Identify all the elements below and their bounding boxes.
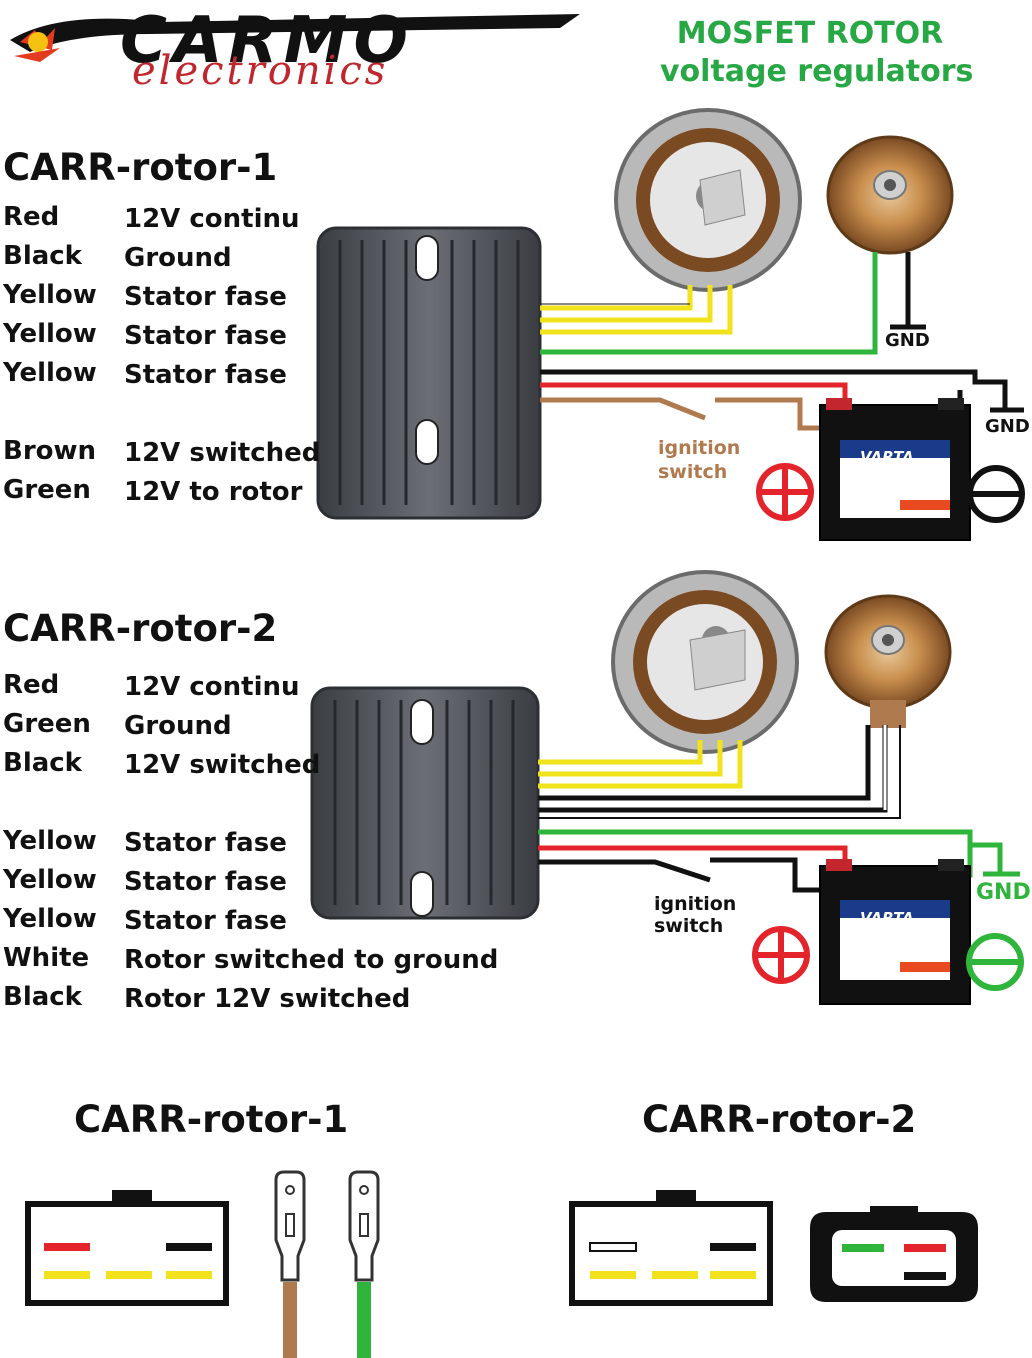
s1-ignition-line2: switch bbox=[658, 461, 728, 483]
page-title-line2: voltage regulators bbox=[660, 54, 974, 89]
s2-battery-brand: VARTA bbox=[860, 909, 914, 927]
s1-ignition-line1: ignition bbox=[658, 437, 741, 459]
connector-rotor-2-plug bbox=[810, 1206, 978, 1302]
s1-gnd-rotor: GND bbox=[885, 330, 930, 351]
rotor-1 bbox=[826, 135, 954, 255]
section1-title: CARR-rotor-1 bbox=[3, 146, 278, 189]
s1-color-5: Brown bbox=[3, 436, 97, 466]
regulator-1 bbox=[316, 226, 542, 520]
wires-2 bbox=[538, 725, 1003, 893]
logo-mark bbox=[10, 14, 580, 62]
spade-terminal-brown bbox=[274, 1170, 306, 1358]
s2-desc-4: Stator fase bbox=[124, 867, 287, 897]
s1-color-3: Yellow bbox=[3, 319, 97, 349]
stator-1 bbox=[614, 108, 802, 292]
logo-subtitle: electronics bbox=[132, 48, 389, 94]
s1-desc-4: Stator fase bbox=[124, 360, 287, 390]
s2-gnd-battery: GND bbox=[976, 880, 1031, 905]
section2-title: CARR-rotor-2 bbox=[3, 607, 278, 650]
s2-ignition-line1: ignition bbox=[654, 893, 737, 915]
s1-gnd-battery: GND bbox=[985, 416, 1030, 437]
s1-desc-1: Ground bbox=[124, 243, 232, 273]
positive-icon bbox=[756, 463, 814, 521]
negative-icon bbox=[966, 933, 1024, 991]
connector-rotor-2 bbox=[569, 1190, 773, 1306]
s1-color-6: Green bbox=[3, 475, 91, 505]
s1-desc-3: Stator fase bbox=[124, 321, 287, 351]
s2-desc-6: Rotor switched to ground bbox=[124, 945, 499, 975]
s1-color-2: Yellow bbox=[3, 280, 97, 310]
spade-terminal-green bbox=[348, 1170, 380, 1358]
regulator-2 bbox=[310, 686, 540, 920]
s1-desc-5: 12V switched bbox=[124, 438, 321, 468]
s2-color-2: Black bbox=[3, 748, 82, 778]
s2-desc-1: Ground bbox=[124, 711, 232, 741]
s2-desc-2: 12V switched bbox=[124, 750, 321, 780]
connector-rotor-1 bbox=[25, 1190, 229, 1306]
s2-color-7: Black bbox=[3, 982, 82, 1012]
positive-icon bbox=[752, 926, 810, 984]
s2-desc-7: Rotor 12V switched bbox=[124, 984, 411, 1014]
s2-color-4: Yellow bbox=[3, 865, 97, 895]
s2-color-1: Green bbox=[3, 709, 91, 739]
logo-brand: CARMO bbox=[120, 4, 414, 78]
stator-2 bbox=[611, 570, 799, 754]
s2-desc-0: 12V continu bbox=[124, 672, 300, 702]
s1-battery-brand: VARTA bbox=[860, 448, 914, 466]
s1-desc-0: 12V continu bbox=[124, 204, 300, 234]
s2-ignition-line2: switch bbox=[654, 915, 724, 937]
s2-color-3: Yellow bbox=[3, 826, 97, 856]
s1-desc-2: Stator fase bbox=[124, 282, 287, 312]
s2-color-0: Red bbox=[3, 670, 60, 700]
s1-color-1: Black bbox=[3, 241, 82, 271]
battery-1 bbox=[819, 398, 971, 541]
s1-color-4: Yellow bbox=[3, 358, 97, 388]
wires-1 bbox=[540, 252, 1008, 431]
s2-desc-3: Stator fase bbox=[124, 828, 287, 858]
negative-icon bbox=[967, 465, 1025, 523]
s2-color-6: White bbox=[3, 943, 90, 973]
battery-2 bbox=[819, 859, 971, 1005]
page-title-line1: MOSFET ROTOR bbox=[676, 16, 944, 51]
section2-diagram bbox=[310, 570, 1024, 1005]
s1-color-0: Red bbox=[3, 202, 60, 232]
section1-diagram bbox=[316, 108, 1025, 541]
s2-color-5: Yellow bbox=[3, 904, 97, 934]
connector-title-2: CARR-rotor-2 bbox=[642, 1098, 917, 1141]
connector-title-1: CARR-rotor-1 bbox=[74, 1098, 349, 1141]
s2-desc-5: Stator fase bbox=[124, 906, 287, 936]
rotor-2 bbox=[824, 594, 952, 728]
s1-desc-6: 12V to rotor bbox=[124, 477, 303, 507]
